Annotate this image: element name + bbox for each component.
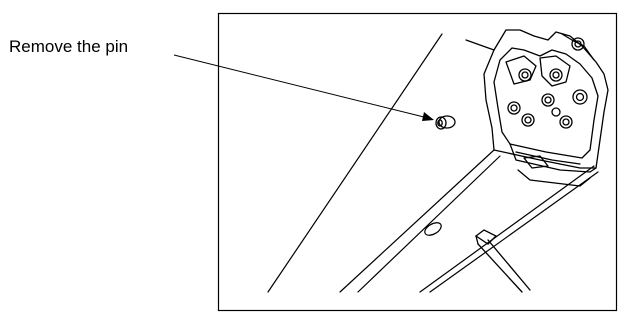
leader-line — [173, 54, 434, 121]
callout-label-remove-pin: Remove the pin — [9, 37, 129, 56]
panel-body — [267, 33, 599, 293]
hinge-assembly — [483, 29, 609, 187]
figure-frame — [217, 12, 618, 312]
hinge-holes — [507, 37, 588, 129]
pin-icon — [435, 115, 456, 130]
screwdriver-icon — [474, 229, 531, 293]
